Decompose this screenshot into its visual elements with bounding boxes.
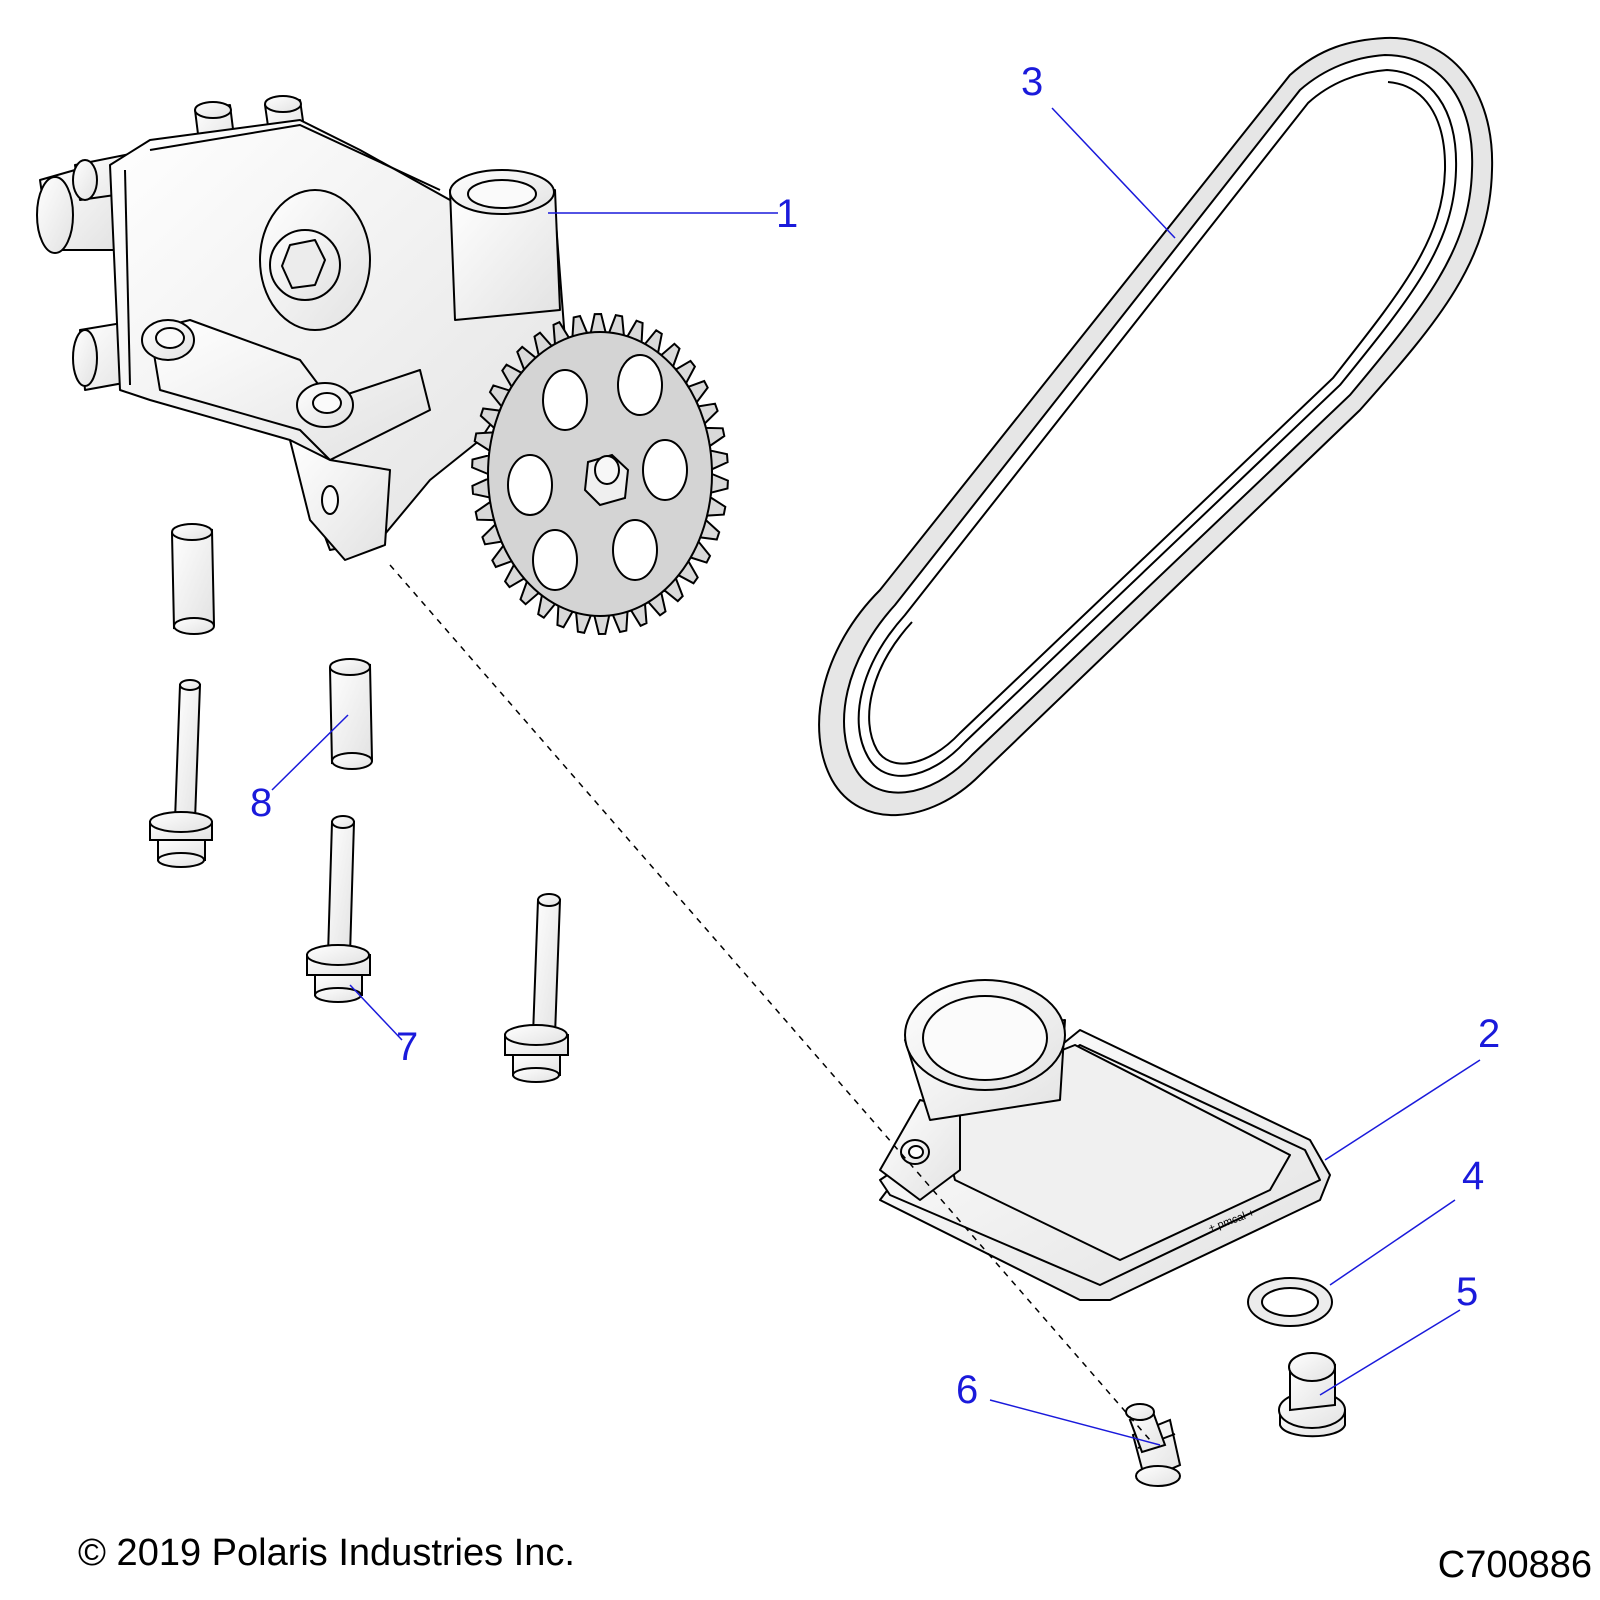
copyright-notice: © 2019 Polaris Industries Inc. [78, 1532, 575, 1574]
leader-lines [271, 107, 1481, 1446]
drain-plug [1278, 1352, 1346, 1438]
callout-2: 2 [1478, 1012, 1501, 1056]
callout-6: 6 [956, 1368, 979, 1412]
callout-4: 4 [1462, 1154, 1485, 1198]
leader-line-3 [1051, 107, 1176, 239]
leader-line-8 [271, 714, 349, 791]
figure-code: C700886 [1437, 1544, 1592, 1586]
pickup-bolt [1125, 1403, 1182, 1487]
leader-line-2 [1324, 1059, 1481, 1161]
alignment-line [389, 564, 1151, 1441]
dowel-pins [170, 523, 374, 770]
pump-bolts [149, 679, 569, 1083]
drive-chain [818, 36, 1494, 817]
drive-sprocket [471, 312, 729, 636]
oil-pickup: + pmcal + [879, 979, 1331, 1301]
leader-line-7 [349, 984, 403, 1041]
callout-1: 1 [776, 192, 799, 236]
oil-pump [36, 95, 566, 561]
callout-3: 3 [1021, 60, 1044, 104]
leader-line-6 [989, 1399, 1161, 1446]
leader-line-5 [1319, 1309, 1461, 1396]
sealing-washer [1247, 1277, 1333, 1327]
callout-7: 7 [396, 1025, 419, 1069]
leader-line-4 [1329, 1199, 1456, 1286]
callout-5: 5 [1456, 1270, 1479, 1314]
callout-8: 8 [250, 781, 273, 825]
